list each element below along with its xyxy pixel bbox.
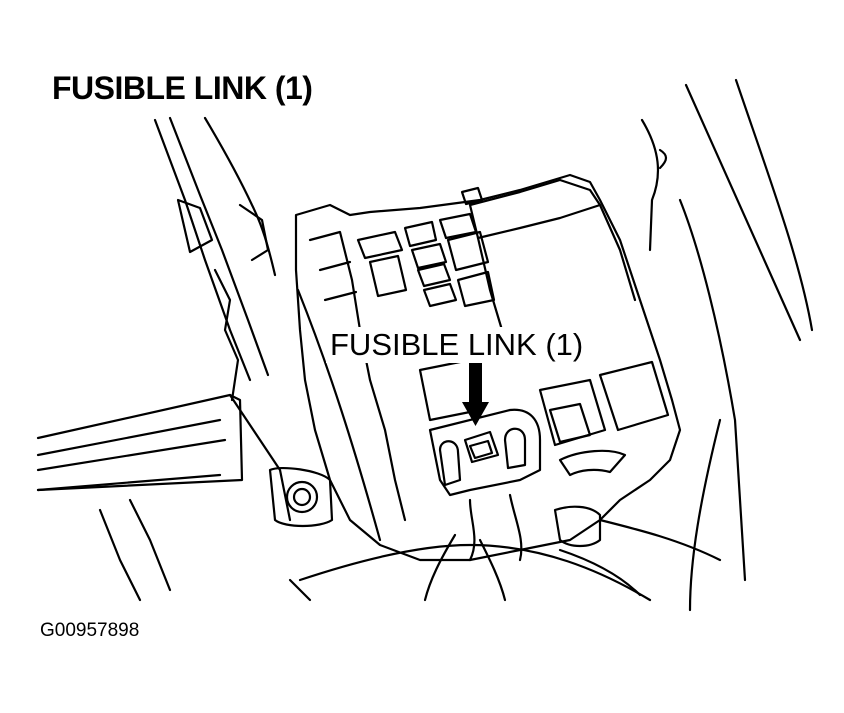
wiring-harness	[288, 518, 722, 602]
diagram-title: FUSIBLE LINK (1)	[52, 70, 313, 106]
figure-id: G00957898	[40, 620, 140, 641]
callout-arrow	[462, 362, 489, 426]
fuse-box-housing	[294, 173, 682, 562]
bolt	[268, 466, 334, 528]
top-fuse-row	[356, 186, 496, 308]
body-panel-lines	[614, 78, 814, 612]
fusible-link-socket	[418, 358, 542, 562]
left-frame-lines	[36, 116, 292, 602]
callout-label: FUSIBLE LINK (1)	[326, 327, 588, 363]
relay-blocks	[538, 360, 670, 548]
